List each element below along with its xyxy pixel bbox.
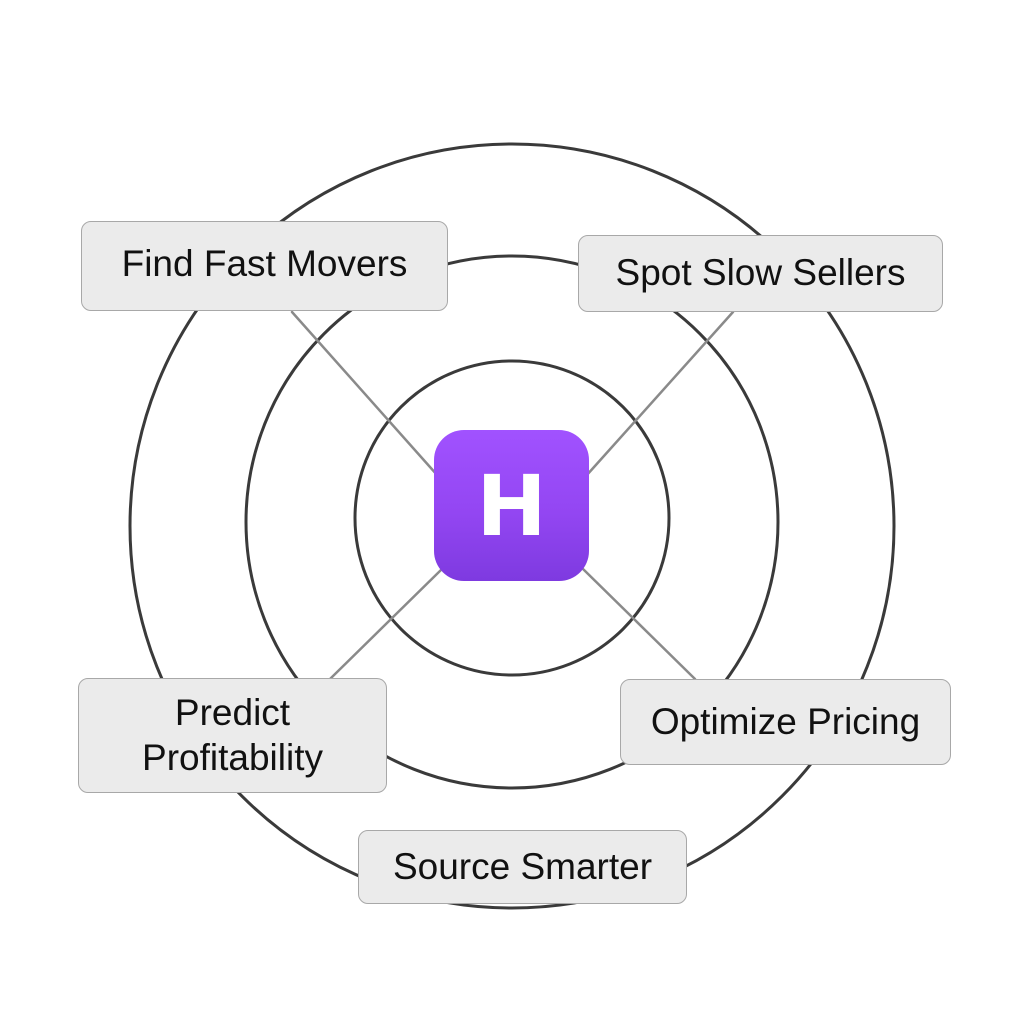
feature-label-line-1: Predict xyxy=(174,692,291,734)
connector-top-right xyxy=(584,310,735,478)
connector-bottom-left xyxy=(328,566,445,681)
outer-ring xyxy=(128,142,896,910)
feature-label-line-2: Profitability xyxy=(142,736,323,778)
hub-logo-icon[interactable]: H xyxy=(434,430,589,581)
middle-ring xyxy=(244,254,780,790)
feature-card-find-fast-movers[interactable]: Find Fast Movers xyxy=(81,221,448,311)
connector-bottom-right xyxy=(580,566,697,681)
feature-label: Spot Slow Sellers xyxy=(615,252,906,294)
feature-card-spot-slow-sellers[interactable]: Spot Slow Sellers xyxy=(578,235,943,312)
feature-card-predict-profitability[interactable]: Predict Profitability xyxy=(78,678,387,793)
connector-top-left xyxy=(290,310,440,478)
hub-letter: H xyxy=(476,456,547,555)
feature-label: Find Fast Movers xyxy=(121,242,408,284)
feature-card-source-smarter[interactable]: Source Smarter xyxy=(358,830,687,904)
feature-label: Optimize Pricing xyxy=(650,700,921,742)
inner-ring xyxy=(353,359,671,677)
feature-label: Source Smarter xyxy=(392,845,653,887)
feature-card-optimize-pricing[interactable]: Optimize Pricing xyxy=(620,679,951,765)
